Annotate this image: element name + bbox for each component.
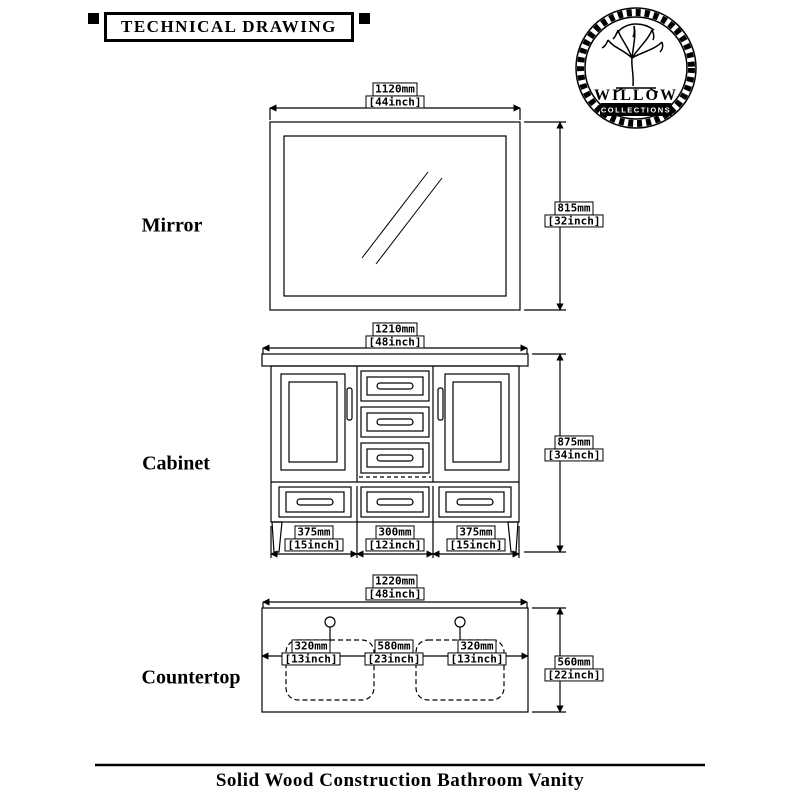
cabinet-left-door <box>280 373 346 471</box>
mirror-frame <box>269 121 521 311</box>
header: TECHNICAL DRAWING <box>88 12 370 42</box>
mirror-width-dimension: 1120mm [44inch] <box>365 82 425 109</box>
cabinet-section-label: Cabinet <box>142 452 210 475</box>
cabinet-body <box>270 365 520 523</box>
drawer-handle <box>376 382 414 390</box>
countertop-right-inch: [13inch] <box>447 652 507 666</box>
countertop-middle-inch: [23inch] <box>364 652 424 666</box>
logo-rope-ring <box>577 9 695 127</box>
logo-brand-text: WILLOW <box>594 87 678 104</box>
mirror-height-mm: 815mm <box>554 201 594 215</box>
countertop-width-inch: [48inch] <box>365 587 425 601</box>
header-right-square-icon <box>358 13 370 24</box>
cabinet-right-door <box>444 373 510 471</box>
countertop-left-inch: [13inch] <box>281 652 341 666</box>
cabinet-width-mm: 1210mm <box>372 322 418 336</box>
cabinet-width-inch: [48inch] <box>365 335 425 349</box>
mirror-glare-line <box>361 171 429 259</box>
cabinet-bottom-left-mm: 375mm <box>294 525 334 539</box>
faucet-hole-right <box>454 616 466 628</box>
cabinet-bottom-left-dimension: 375mm [15inch] <box>284 525 344 552</box>
logo-outer-ring <box>575 7 697 129</box>
middle-drawer-1 <box>360 370 430 402</box>
mirror-width-inch: [44inch] <box>365 95 425 109</box>
cabinet-bottom-left-inch: [15inch] <box>284 538 344 552</box>
countertop-depth-mm: 560mm <box>554 655 594 669</box>
bottom-drawer-middle <box>360 486 430 518</box>
willow-tree-icon <box>601 23 664 93</box>
footer-title: Solid Wood Construction Bathroom Vanity <box>215 770 585 791</box>
cabinet-drawing <box>261 344 566 558</box>
faucet-hole-left <box>324 616 336 628</box>
cabinet-height-dimension: 875mm [34inch] <box>544 435 604 462</box>
bottom-drawer-left <box>278 486 352 518</box>
mirror-glass <box>283 135 507 297</box>
cabinet-height-inch: [34inch] <box>544 448 604 462</box>
drawer-handle <box>376 418 414 426</box>
countertop-width-dimension: 1220mm [48inch] <box>365 574 425 601</box>
cabinet-top-slab <box>261 353 529 367</box>
countertop-right-dimension: 320mm [13inch] <box>447 639 507 666</box>
mirror-section-label: Mirror <box>141 214 203 237</box>
logo-inner-ring <box>584 16 688 120</box>
countertop-middle-mm: 580mm <box>374 639 414 653</box>
countertop-slab <box>261 607 529 713</box>
mirror-height-inch: [32inch] <box>544 214 604 228</box>
cabinet-bottom-middle-inch: [12inch] <box>365 538 425 552</box>
cabinet-bottom-right-dimension: 375mm [15inch] <box>446 525 506 552</box>
mirror-drawing <box>269 104 566 311</box>
drawer-handle <box>456 498 494 506</box>
mirror-height-dimension: 815mm [32inch] <box>544 201 604 228</box>
front-leg-right <box>507 521 519 553</box>
countertop-depth-dimension: 560mm [22inch] <box>544 655 604 682</box>
cabinet-bottom-middle-dimension: 300mm [12inch] <box>365 525 425 552</box>
countertop-left-mm: 320mm <box>291 639 331 653</box>
cabinet-width-dimension: 1210mm [48inch] <box>365 322 425 349</box>
cabinet-bottom-right-mm: 375mm <box>456 525 496 539</box>
header-left-square-icon <box>88 13 99 24</box>
countertop-right-mm: 320mm <box>457 639 497 653</box>
willow-collections-logo: WILLOW COLLECTIONS <box>575 7 697 129</box>
drawer-handle <box>376 454 414 462</box>
cabinet-bottom-middle-mm: 300mm <box>375 525 415 539</box>
countertop-depth-inch: [22inch] <box>544 668 604 682</box>
cabinet-height-mm: 875mm <box>554 435 594 449</box>
countertop-left-dimension: 320mm [13inch] <box>281 639 341 666</box>
mirror-glare-line <box>375 177 443 265</box>
front-leg-left <box>271 521 283 553</box>
mirror-width-mm: 1120mm <box>372 82 418 96</box>
cabinet-right-door-panel <box>452 381 502 463</box>
middle-drawer-3 <box>360 442 430 474</box>
bottom-drawer-right <box>438 486 512 518</box>
page-title: TECHNICAL DRAWING <box>104 12 354 42</box>
countertop-width-mm: 1220mm <box>372 574 418 588</box>
left-door-handle <box>346 387 353 421</box>
drawer-handle <box>296 498 334 506</box>
right-door-handle <box>437 387 444 421</box>
countertop-section-label: Countertop <box>141 666 241 689</box>
drawer-handle <box>376 498 414 506</box>
cabinet-left-door-panel <box>288 381 338 463</box>
cabinet-bottom-right-inch: [15inch] <box>446 538 506 552</box>
middle-drawer-2 <box>360 406 430 438</box>
countertop-middle-dimension: 580mm [23inch] <box>364 639 424 666</box>
logo-ribbon <box>600 103 672 116</box>
logo-sub-text: COLLECTIONS <box>601 106 671 115</box>
